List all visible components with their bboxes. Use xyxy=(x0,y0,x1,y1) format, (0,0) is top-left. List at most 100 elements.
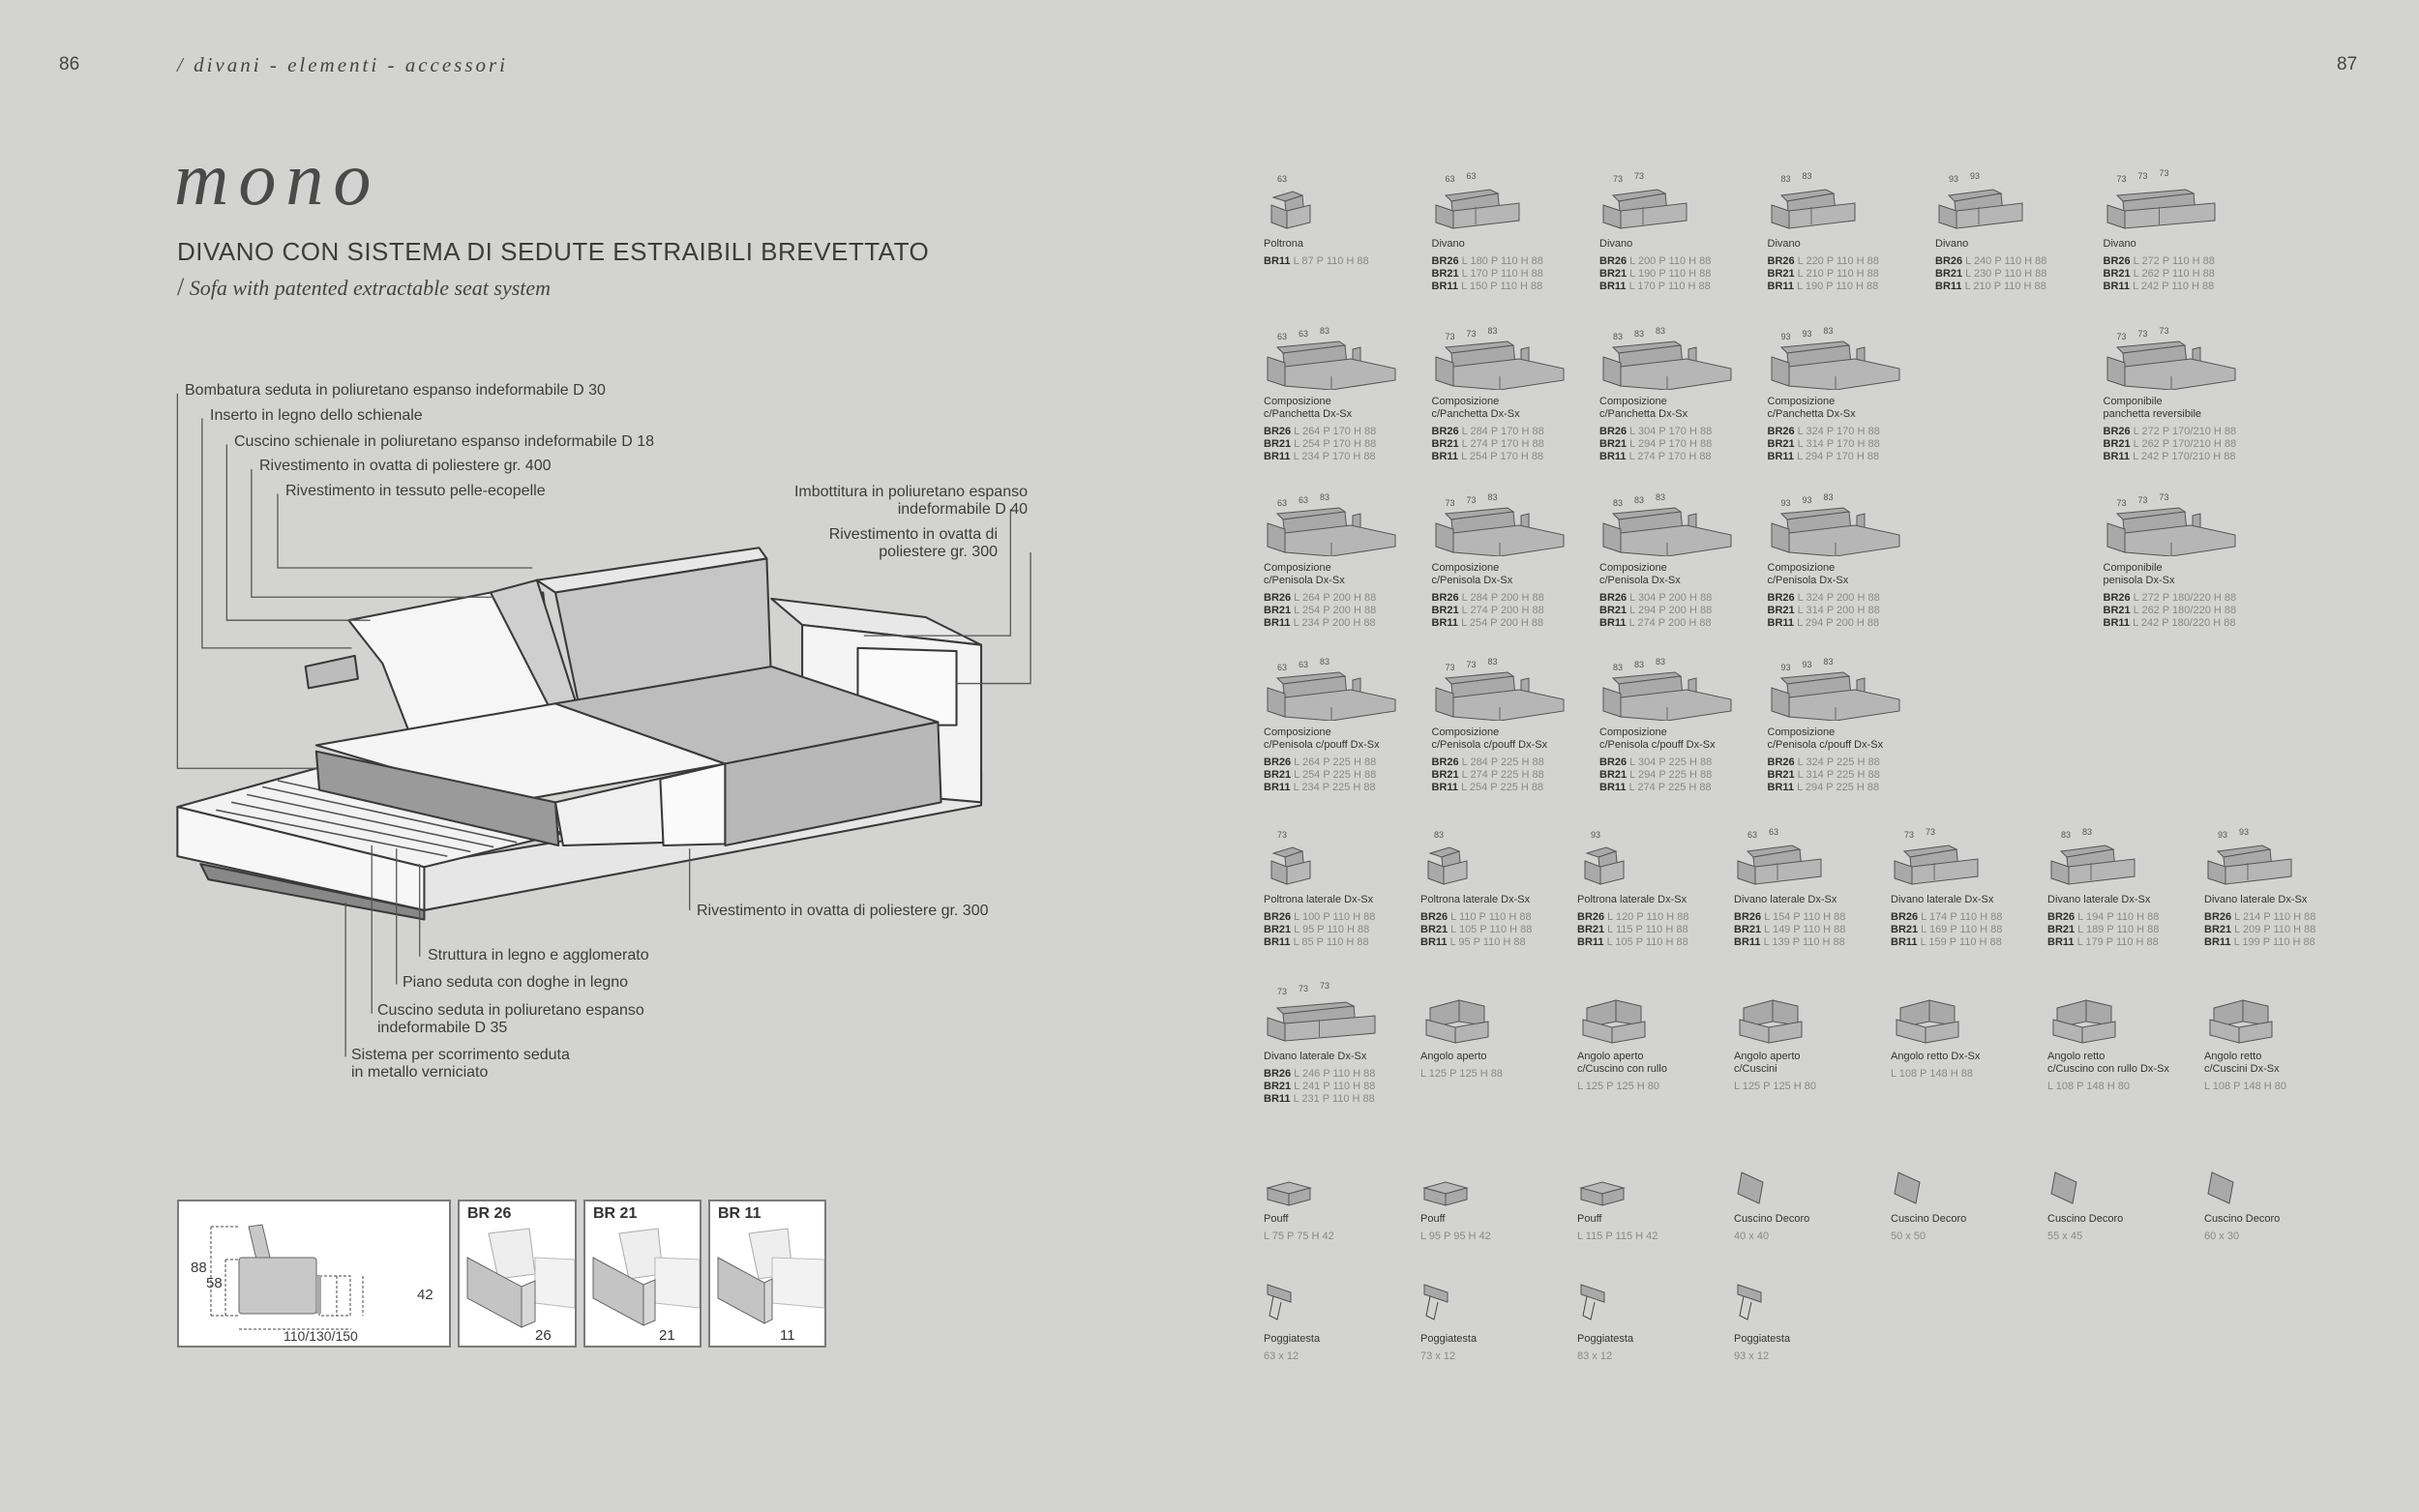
seat-width-label: 63 xyxy=(1299,329,1309,339)
armchair-icon: 83 xyxy=(1420,822,1577,888)
seat-width-label: 73 xyxy=(1445,332,1455,341)
armchair-icon: 93 xyxy=(1577,822,1734,888)
item-dimensions: 55 x 45 xyxy=(2047,1230,2083,1242)
seat-width-label: 73 xyxy=(1904,830,1915,840)
seat-width-label: 73 xyxy=(1277,830,1288,840)
item-dimensions: 83 x 12 xyxy=(1577,1350,1613,1362)
item-dimensions: 93 x 12 xyxy=(1734,1350,1770,1362)
callout-line: Sistema per scorrimento seduta xyxy=(351,1047,570,1063)
seat-width-label: 73 xyxy=(1445,498,1455,508)
seat-width-label: 73 xyxy=(1926,827,1936,837)
item-name: Divano xyxy=(1599,238,1633,250)
section-title: / divani - elementi - accessori xyxy=(177,53,509,76)
seat-width-label: 83 xyxy=(1434,830,1445,840)
arm-option-br11: BR 11 11 xyxy=(708,1200,826,1348)
seat-width-label: 93 xyxy=(1802,329,1812,339)
callout-line: Imbottitura in poliuretano espanso xyxy=(793,484,1028,500)
item-dimensions: L 75 P 75 H 42 xyxy=(1264,1230,1334,1242)
item-dimensions: L 125 P 125 H 88 xyxy=(1420,1068,1504,1080)
seat-width-label: 73 xyxy=(2137,329,2148,339)
corner-icon xyxy=(1577,979,1734,1045)
item-name: Poggiatesta xyxy=(1734,1333,1791,1345)
headrest-icon xyxy=(1264,1261,1420,1327)
headrest-icon xyxy=(1734,1261,1891,1327)
item-name: Angolo retto Dx-Sx xyxy=(1891,1051,1981,1062)
seat-width-label: 83 xyxy=(1613,498,1624,508)
seat-width-label: 73 xyxy=(2159,326,2169,336)
seat-width-label: 73 xyxy=(1466,660,1477,669)
item-name: Divano laterale Dx-Sx xyxy=(2204,894,2308,905)
arm-option-br26: BR 26 26 xyxy=(458,1200,577,1348)
side-profile-box: 88 58 42 110/130/150 xyxy=(177,1200,451,1348)
arm-drawing xyxy=(466,1228,575,1328)
seat-width-label: 63 xyxy=(1299,495,1309,505)
product-subtitle: DIVANO CON SISTEMA DI SEDUTE ESTRAIBILI … xyxy=(177,237,930,266)
callout-structure: Struttura in legno e agglomerato xyxy=(428,947,649,964)
callout-line: Rivestimento in ovatta di xyxy=(828,526,998,543)
seat-width-label: 93 xyxy=(2218,830,2228,840)
corner-icon xyxy=(2204,979,2361,1045)
callout-line: in metallo verniciato xyxy=(351,1064,489,1081)
arm-title: BR 21 xyxy=(593,1205,638,1222)
item-name: Divano xyxy=(2103,238,2136,250)
product-name: mono xyxy=(174,136,381,221)
item-dimensions: 60 x 30 xyxy=(2204,1230,2240,1242)
arm-title: BR 26 xyxy=(467,1205,512,1222)
seat-width-label: 83 xyxy=(1634,660,1645,669)
seat-width-label: 63 xyxy=(1277,174,1288,184)
catalog-item: Poggiatesta 93 x 12 xyxy=(1734,1261,1891,1363)
item-name: Cuscino Decoro xyxy=(2047,1213,2124,1225)
headrest-icon xyxy=(1420,1261,1577,1327)
seat-width-label: 83 xyxy=(1487,492,1498,502)
seat-width-label: 73 xyxy=(2116,174,2127,184)
callout-wood-insert: Inserto in legno dello schienale xyxy=(210,407,423,424)
callout-wadding-400: Rivestimento in ovatta di poliestere gr.… xyxy=(259,458,552,474)
seat-width-label: 73 xyxy=(1613,174,1624,184)
depth: 110/130/150 xyxy=(284,1328,358,1344)
